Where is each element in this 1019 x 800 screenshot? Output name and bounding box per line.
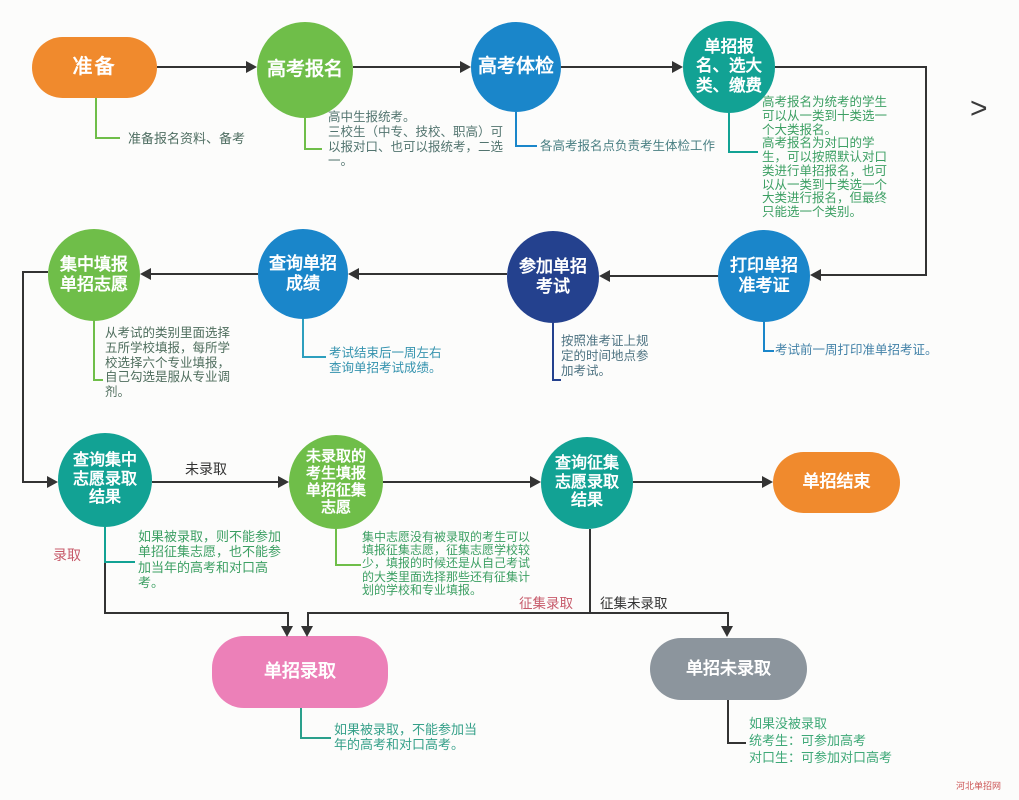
annotation-connector [763,322,765,352]
annotation-connector [304,118,306,150]
label-admitted: 录取 [53,547,81,563]
edge-zhengji-admitted-path [307,612,309,627]
edge-print-to-exam [610,275,718,277]
edge-score-to-fill [151,273,258,275]
edge-zhengji-admitted-path [589,529,591,614]
node-danzhao-end: 单招结束 [773,452,900,513]
annotation-connector [95,137,120,139]
edge-danzhao-register-to-print [775,66,927,68]
label-zhengji-not-admitted: 征集未录取 [600,596,668,611]
annotation-connector [300,708,302,739]
annotation-connector [302,356,326,358]
annotation-take-exam: 按照准考证上规 定的时间地点参 加考试。 [561,334,649,378]
annotation-danzhao-not-admitted: 如果没被录取 统考生：可参加高考 对口生：可参加对口高考 [749,716,893,765]
arrowhead-left-icon [140,268,151,280]
annotation-connector [335,529,337,566]
edge-zhengji-admitted-path [308,612,591,614]
annotation-connector [515,145,537,147]
arrowhead-right-icon [246,61,257,73]
node-print-ticket: 打印单招 准考证 [718,230,810,322]
annotation-query-central-result: 如果被录取，则不能参加 单招征集志愿，也不能参 加当年的高考和对口高 考。 [138,529,282,590]
edge-zhengji-not-admitted-path [727,612,729,627]
edge-admitted-path [104,562,106,614]
annotation-connector [95,98,97,139]
edge-physical-to-danzhao-register [561,66,672,68]
annotation-connector [302,319,304,358]
annotation-danzhao-admitted: 如果被录取，不能参加当 年的高考和对口高考。 [334,722,478,753]
annotation-connector [763,350,774,352]
edge-danzhao-register-to-print [821,274,925,276]
annotation-gaokao-register: 高中生报统考。 三校生（中专、技校、职高）可 以报对口、也可以报统考，二选 一。 [328,110,504,169]
arrowhead-right-icon [47,476,58,488]
node-gaokao-register: 高考报名 [257,22,353,118]
annotation-connector [515,112,517,147]
node-query-zhengji-result: 查询征集 志愿录取 结果 [541,437,633,529]
arrowhead-right-icon [460,61,471,73]
edge-danzhao-register-to-print [925,66,927,276]
edge-fill-to-query-central [22,271,24,483]
edge-prepare-to-register [157,66,246,68]
label-not-admitted: 未录取 [185,461,227,477]
annotation-gaokao-physical: 各高考报名点负责考生体检工作 [540,139,716,153]
arrowhead-right-icon [530,476,541,488]
annotation-danzhao-register: 高考报名为统考的学生 可以从一类到十类选一 个大类报名。 高考报名为对口的学 生… [762,95,888,219]
edge-fill-to-query-central [22,271,48,273]
node-prepare: 准备 [32,37,157,98]
annotation-connector [104,561,135,563]
node-query-central-result: 查询集中 志愿录取 结果 [58,433,152,527]
edge-fill-to-query-central [22,481,47,483]
chevron-right-icon: > [970,92,988,125]
annotation-connector [104,527,106,563]
node-fill-zhengji: 未录取的 考生填报 单招征集 志愿 [289,435,383,529]
arrowhead-right-icon [672,61,683,73]
annotation-connector [93,321,95,381]
arrowhead-right-icon [278,476,289,488]
edge-register-to-physical [353,66,460,68]
annotation-connector [728,151,758,153]
edge-admitted-path [104,612,289,614]
arrowhead-left-icon [348,268,359,280]
annotation-connector [552,379,561,381]
edge-fill-zhengji-to-query-zhengji [383,481,530,483]
node-danzhao-admitted: 单招录取 [212,636,388,708]
edge-exam-to-score [359,273,507,275]
node-danzhao-not-admitted: 单招未录取 [650,638,807,700]
annotation-connector [727,700,729,744]
edge-admitted-path [287,612,289,627]
watermark: 河北单招网 [956,781,1002,791]
annotation-connector [304,148,322,150]
annotation-fill-zhengji: 集中志愿没有被录取的考生可以 填报征集志愿，征集志愿学校较 少，填报的时候还是从… [362,530,531,597]
annotation-connector [300,737,331,739]
arrowhead-down-icon [281,626,293,637]
node-take-exam: 参加单招 考试 [507,231,599,323]
edge-query-central-to-fill-zhengji [152,481,278,483]
annotation-connector [727,742,746,744]
arrowhead-left-icon [599,270,610,282]
label-zhengji-admitted: 征集录取 [519,596,573,611]
annotation-print-ticket: 考试前一周打印准单招考证。 [775,343,938,357]
annotation-connector [93,379,103,381]
arrowhead-down-icon [301,626,313,637]
annotation-fill-volunteer: 从考试的类别里面选择 五所学校填报，每所学 校选择六个专业填报， 自己勾选是服从… [105,326,231,399]
annotation-prepare: 准备报名资料、备考 [128,131,246,146]
annotation-query-score: 考试结束后一周左右 查询单招考试成绩。 [329,346,442,375]
annotation-connector [552,323,554,381]
edge-zhengji-not-admitted-path [589,612,729,614]
edge-query-zhengji-to-end [633,481,762,483]
node-query-score: 查询单招 成绩 [258,229,348,319]
annotation-connector [335,564,361,566]
node-gaokao-physical: 高考体检 [471,22,561,112]
node-fill-volunteer: 集中填报 单招志愿 [48,229,140,321]
arrowhead-down-icon [721,626,733,637]
arrowhead-right-icon [762,476,773,488]
node-danzhao-register: 单招报 名、选大 类、缴费 [683,21,775,113]
annotation-connector [728,113,730,153]
arrowhead-left-icon [810,269,821,281]
